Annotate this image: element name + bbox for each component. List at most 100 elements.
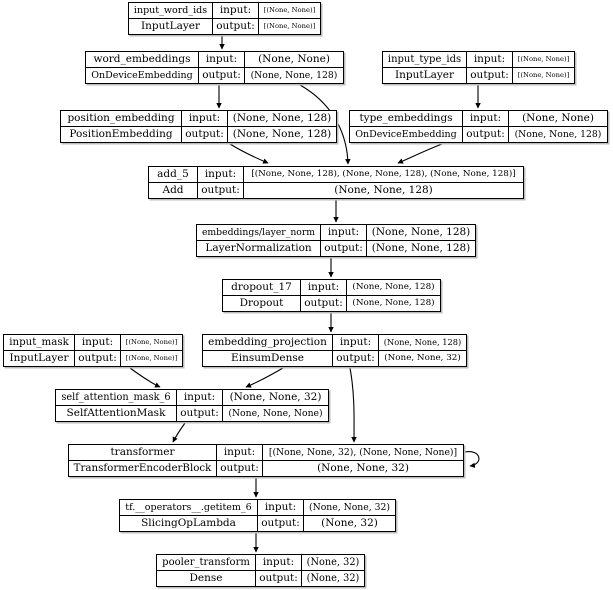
node-input-label: input:: [199, 52, 245, 67]
node-class: InputLayer: [129, 19, 213, 34]
node-title: self_attention_mask_6: [56, 390, 177, 405]
node-output-shape: (None, None, None): [228, 407, 323, 419]
node-title: input_word_ids: [129, 3, 213, 18]
node-class: InputLayer: [383, 68, 467, 83]
node-title: type_embeddings: [350, 111, 463, 126]
node-input-shape: (None, None): [522, 112, 594, 125]
node-output-label: output:: [182, 127, 228, 142]
node-output-shape: [(None, None)]: [125, 354, 178, 363]
node-input-shape: (None, None, 32): [309, 501, 390, 513]
node-input-label: input:: [258, 500, 304, 515]
node-output-shape: (None, None, 32): [317, 462, 409, 475]
node-output-shape: (None, None, 128): [250, 69, 338, 81]
node-class: LayerNormalization: [197, 241, 321, 256]
node-title: position_embedding: [61, 111, 182, 126]
node-class: EinsumDense: [203, 351, 333, 366]
node-output-label: output:: [301, 296, 347, 311]
node-output-label: output:: [463, 127, 509, 142]
node-output-label: output:: [321, 241, 367, 256]
node-input-shape: (None, None, 32): [229, 391, 322, 404]
node-input-shape: (None, None, 128): [232, 112, 332, 125]
edge-embedding-projection-to-transformer: [349, 367, 357, 443]
node-title: embeddings/layer_norm: [197, 225, 321, 240]
node-title: transformer: [69, 445, 217, 460]
node-input-label: input:: [467, 52, 513, 67]
node-input-label: input:: [301, 280, 347, 295]
node-output-shape: (None, None, 32): [384, 353, 461, 364]
node-input-shape: (None, None, 128): [371, 226, 471, 239]
node-output-label: output:: [256, 571, 302, 586]
node-input-shape: [(None, None)]: [263, 6, 316, 15]
node-output-shape: (None, None, 128): [352, 298, 435, 309]
node-output-label: output:: [198, 183, 244, 198]
node-input-label: input:: [182, 111, 228, 126]
node-input-shape: (None, None, 128): [352, 282, 435, 293]
node-title: input_mask: [4, 335, 75, 350]
node-input-shape: [(None, None)]: [517, 55, 570, 64]
node-title: dropout_17: [223, 280, 301, 295]
node-input-label: input:: [256, 555, 302, 570]
node-output-label: output:: [75, 351, 121, 366]
node-title: add_5: [149, 167, 198, 182]
node-input-label: input:: [463, 111, 509, 126]
node-input-shape: [(None, None, 32), (None, None, None)]: [268, 446, 458, 458]
node-output-shape: (None, 32): [321, 517, 378, 530]
edge-self-attention-mask-to-transformer: [172, 422, 186, 443]
node-class: Dropout: [223, 296, 301, 311]
node-output-label: output:: [213, 19, 259, 34]
node-output-shape: (None, None, 128): [334, 184, 433, 197]
node-title: input_type_ids: [383, 52, 467, 67]
node-output-shape: (None, None, 128): [514, 128, 602, 140]
edge-input-mask-to-self-attention-mask: [129, 367, 161, 388]
node-class: PositionEmbedding: [61, 127, 182, 142]
node-output-label: output:: [467, 68, 513, 83]
node-input-label: input:: [217, 445, 263, 460]
edge-embedding-projection-to-self-attention-mask: [245, 367, 284, 388]
node-title: tf.__operators__.getitem_6: [120, 500, 258, 515]
node-class: OnDeviceEmbedding: [86, 68, 199, 83]
node-class: SelfAttentionMask: [56, 406, 177, 421]
node-input-shape: [(None, None)]: [125, 338, 178, 347]
node-output-label: output:: [199, 68, 245, 83]
node-output-shape: (None, None, 128): [371, 242, 471, 255]
node-class: InputLayer: [4, 351, 75, 366]
node-class: OnDeviceEmbedding: [350, 127, 463, 142]
node-output-shape: (None, None, 128): [232, 128, 332, 141]
node-input-label: input:: [213, 3, 259, 18]
node-class: Add: [149, 183, 198, 198]
node-output-shape: (None, 32): [306, 572, 360, 584]
node-input-label: input:: [177, 390, 223, 405]
node-title: embedding_projection: [203, 335, 333, 350]
node-input-label: input:: [321, 225, 367, 240]
node-title: pooler_transform: [157, 555, 256, 570]
node-input-shape: (None, 32): [306, 556, 360, 568]
node-output-label: output:: [258, 516, 304, 531]
node-input-shape: [(None, None, 128), (None, None, 128), (…: [251, 169, 516, 180]
node-input-label: input:: [333, 335, 379, 350]
node-output-label: output:: [333, 351, 379, 366]
node-output-shape: [(None, None)]: [263, 22, 316, 31]
node-output-label: output:: [177, 406, 223, 421]
node-input-shape: (None, None): [258, 53, 330, 66]
node-class: Dense: [157, 571, 256, 586]
node-title: word_embeddings: [86, 52, 199, 67]
node-input-label: input:: [75, 335, 121, 350]
node-output-shape: [(None, None)]: [517, 71, 570, 80]
node-class: SlicingOpLambda: [120, 516, 258, 531]
edge-transformer-self-loop: [464, 451, 480, 469]
